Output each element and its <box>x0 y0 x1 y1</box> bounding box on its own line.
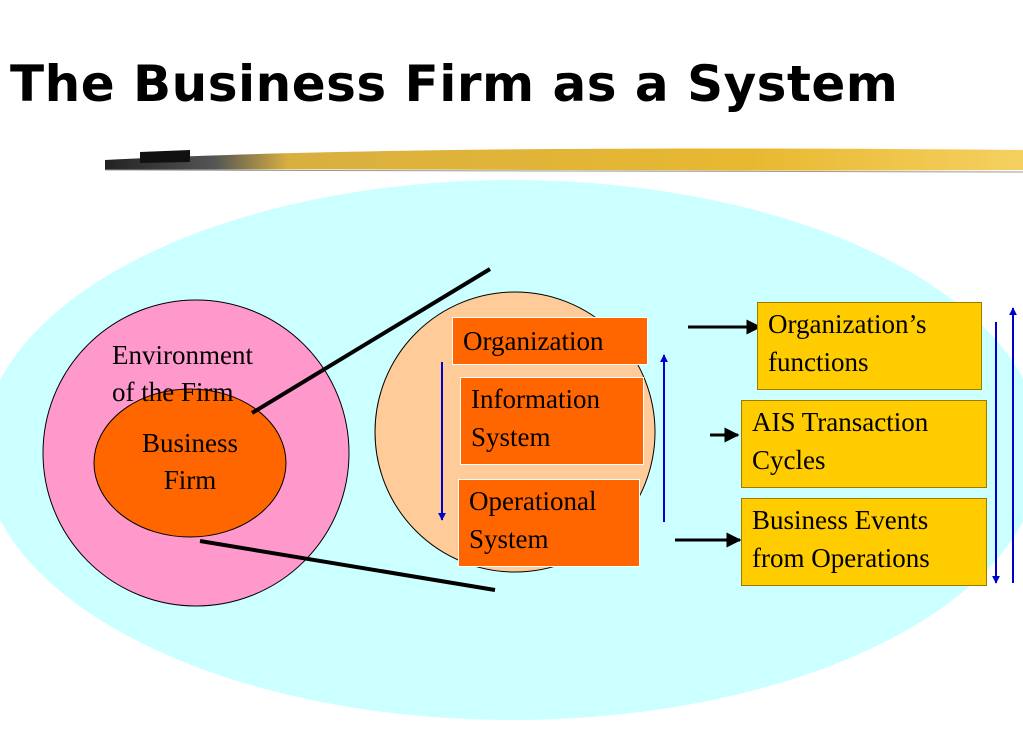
zoom-line-top <box>250 267 492 415</box>
organization-functions-line1: Organization’s <box>768 309 927 339</box>
organization-functions-line2: functions <box>768 347 869 377</box>
page-title: The Business Firm as a System <box>10 55 899 113</box>
ais-transaction-cycles-line1: AIS Transaction <box>752 407 929 437</box>
business-events-line2: from Operations <box>752 543 930 573</box>
operational-system-line1: Operational <box>469 486 597 516</box>
organization-box: Organization <box>452 317 648 365</box>
environment-label-line1: Environment <box>112 340 253 370</box>
ais-transaction-cycles-box: AIS Transaction Cycles <box>741 400 987 488</box>
business-firm-ellipse <box>93 388 287 538</box>
environment-label: Environment of the Firm <box>112 337 253 411</box>
information-system-line2: System <box>471 422 551 452</box>
zoom-line-bottom <box>199 539 496 592</box>
business-events-box: Business Events from Operations <box>741 498 987 586</box>
information-system-line1: Information <box>471 384 600 414</box>
business-firm-label: Business Firm <box>110 425 270 499</box>
business-firm-label-line2: Firm <box>163 465 217 495</box>
information-system-box: Information System <box>460 377 644 465</box>
ais-transaction-cycles-line2: Cycles <box>752 445 826 475</box>
organization-box-label: Organization <box>463 326 604 356</box>
organization-functions-box: Organization’s functions <box>757 302 982 390</box>
business-firm-label-line1: Business <box>141 428 239 458</box>
business-events-line1: Business Events <box>752 505 929 535</box>
environment-label-line2: of the Firm <box>112 377 234 407</box>
title-rule <box>104 148 1023 174</box>
operational-system-box: Operational System <box>458 479 640 567</box>
operational-system-line2: System <box>469 524 549 554</box>
